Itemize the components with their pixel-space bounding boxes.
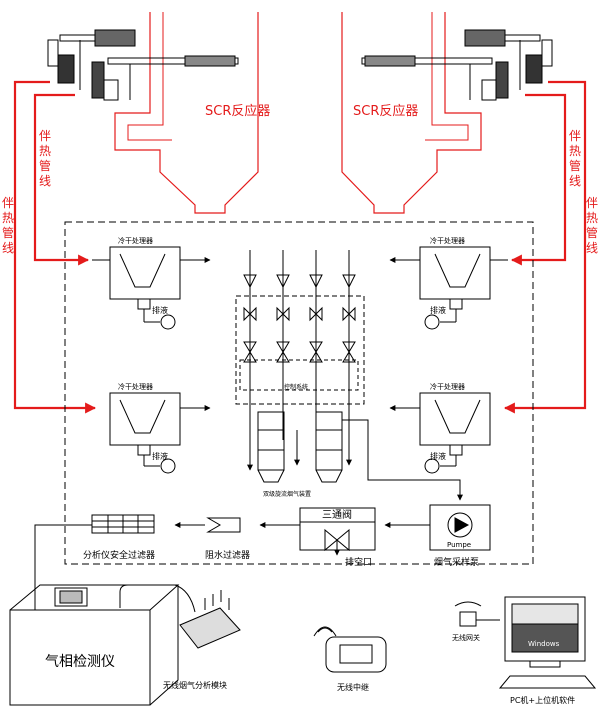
heat-trace-label-inner-right: 伴 热 管 线 [569,129,581,188]
probe-right [361,29,553,101]
svg-text:线: 线 [569,174,581,188]
svg-text:热: 热 [39,144,51,158]
scr-reactor-left [114,12,259,214]
wireless-module-label: 无线烟气分析模块 [163,680,227,690]
cooler-bottom-left [109,392,211,474]
gateway-label: 无线网关 [452,633,480,642]
pump-text: Pumpe [447,541,471,549]
valve-manifold [235,250,365,440]
cyclone-label: 双级旋流烟气装置 [263,490,311,498]
probe-left [47,29,239,101]
cooler-top-right [389,246,508,330]
water-filter-label: 阻水过滤器 [205,549,250,561]
pump-label: 烟气采样泵 [434,556,479,568]
svg-text:线: 线 [2,241,14,255]
drain-label-bl: 排液 [152,451,168,461]
gc-label: 气相检测仪 [45,654,115,670]
svg-text:热: 热 [586,211,598,225]
drain-label-tr: 排液 [430,305,446,315]
svg-text:管: 管 [586,225,598,240]
drain-label-tl: 排液 [152,305,168,315]
svg-text:管: 管 [2,225,14,240]
cooler-label-bl: 冷干处理器 [118,382,153,391]
svg-text:伴: 伴 [2,196,14,210]
relay-label: 无线中继 [337,682,369,692]
sampling-pump [384,504,491,551]
wireless-module [119,584,241,649]
svg-text:伴: 伴 [586,196,598,210]
svg-text:伴: 伴 [39,129,51,143]
safety-filter-label: 分析仪安全过滤器 [83,549,155,561]
reactor-label-right: SCR反应器 [353,103,418,119]
safety-filter [34,514,155,610]
water-filter [174,517,241,533]
heat-trace-label-outer-left: 伴 热 管 线 [2,196,14,255]
svg-text:线: 线 [39,174,51,188]
wireless-relay [313,626,387,673]
heat-trace-label-inner-left: 伴 热 管 线 [39,129,51,188]
pc-label: PC机+上位机软件 [510,695,575,705]
svg-text:热: 热 [569,144,581,158]
svg-text:管: 管 [39,158,51,173]
vent-label: 排空口 [345,556,372,568]
three-way-label: 三通阀 [322,508,352,521]
svg-text:线: 线 [586,241,598,255]
reactor-label-left: SCR反应器 [205,103,270,119]
svg-text:热: 热 [2,211,14,225]
gas-chromatograph [9,584,180,706]
cooler-label-br: 冷干处理器 [430,382,465,391]
cooler-bottom-right [389,392,491,474]
windows-label: Windows [528,640,560,648]
cooler-label-tl: 冷干处理器 [118,236,153,245]
cooler-top-left [92,246,211,330]
heat-trace-lines [13,80,587,414]
three-way-valve [259,507,376,556]
svg-text:伴: 伴 [569,129,581,143]
control-system-label: 控制系统 [284,383,308,391]
svg-text:管: 管 [569,158,581,173]
cooler-label-tr: 冷干处理器 [430,236,465,245]
scr-reactor-right [341,12,482,214]
gateway-and-pc [454,596,597,689]
heat-trace-label-outer-right: 伴 热 管 线 [586,196,598,255]
drain-label-br: 排液 [430,451,446,461]
cyclone-devices [247,411,463,501]
system-boundary [64,221,534,565]
